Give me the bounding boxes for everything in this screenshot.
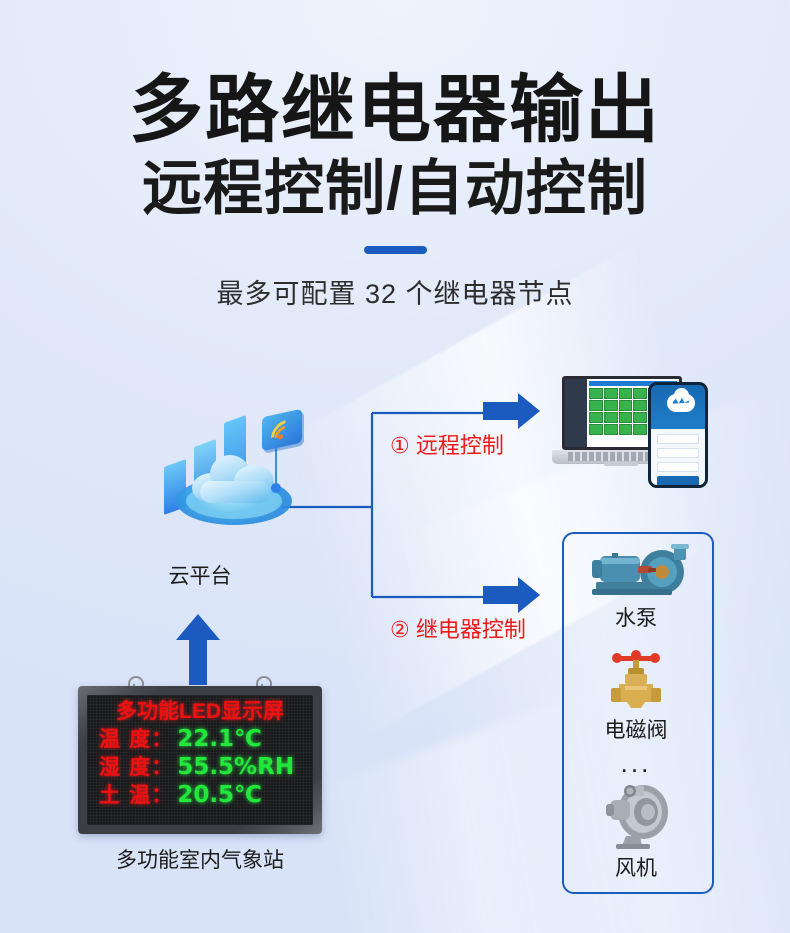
led-panel-frame: 多功能LED显示屏 温 度： 22.1℃ 湿 度： 55.5%RH 土 温： 2… <box>78 686 322 834</box>
led-row-value: 22.1℃ <box>177 726 262 752</box>
led-weather-station: 多功能LED显示屏 温 度： 22.1℃ 湿 度： 55.5%RH 土 温： 2… <box>78 676 322 872</box>
led-row-key: 温 度： <box>99 727 174 751</box>
led-screen: 多功能LED显示屏 温 度： 22.1℃ 湿 度： 55.5%RH 土 温： 2… <box>87 695 313 825</box>
device-label-fan: 风机 <box>615 857 657 880</box>
step-1-label: ① 远程控制 <box>390 433 504 458</box>
device-label-pump: 水泵 <box>615 607 657 630</box>
solenoid-valve-icon <box>611 650 661 708</box>
device-item-valve: 电磁阀 <box>562 650 710 744</box>
page-title-line2: 远程控制/自动控制 <box>142 155 648 222</box>
led-row-humidity: 湿 度： 55.5%RH <box>93 753 307 781</box>
device-item-pump: 水泵 <box>562 542 710 632</box>
led-row-value: 20.5℃ <box>177 782 262 808</box>
cloud-shape-icon <box>192 451 278 503</box>
led-row-temperature: 温 度： 22.1℃ <box>93 725 307 753</box>
antenna-base-dot <box>271 483 281 493</box>
header: 多路继电器输出 远程控制/自动控制 最多可配置 32 个继电器节点 <box>0 0 790 311</box>
ellipsis-label: ... <box>620 748 652 778</box>
led-row-key: 湿 度： <box>99 755 174 779</box>
cloud-platform-label: 云平台 <box>168 565 232 588</box>
page-subtitle: 最多可配置 32 个继电器节点 <box>216 279 574 309</box>
cloud-platform-icon <box>150 405 310 535</box>
step-2-label: ② 继电器控制 <box>390 617 526 642</box>
antenna-stalk <box>275 445 277 487</box>
blower-fan-icon <box>606 785 668 849</box>
led-row-soil-temperature: 土 温： 20.5℃ <box>93 781 307 809</box>
water-pump-icon <box>592 544 689 595</box>
led-row-value: 55.5%RH <box>177 754 295 780</box>
led-screen-title: 多功能LED显示屏 <box>116 700 284 723</box>
wifi-signal-icon <box>262 408 303 453</box>
led-row-key: 土 温： <box>99 783 174 807</box>
page-title-line1: 多路继电器输出 <box>129 68 661 151</box>
device-label-valve: 电磁阀 <box>604 719 668 742</box>
title-divider <box>363 246 427 254</box>
device-item-fan: 风机 <box>562 778 710 882</box>
device-item-more: ... <box>562 748 710 778</box>
led-station-caption: 多功能室内气象站 <box>116 849 284 872</box>
mobile-app-icon <box>648 382 728 494</box>
